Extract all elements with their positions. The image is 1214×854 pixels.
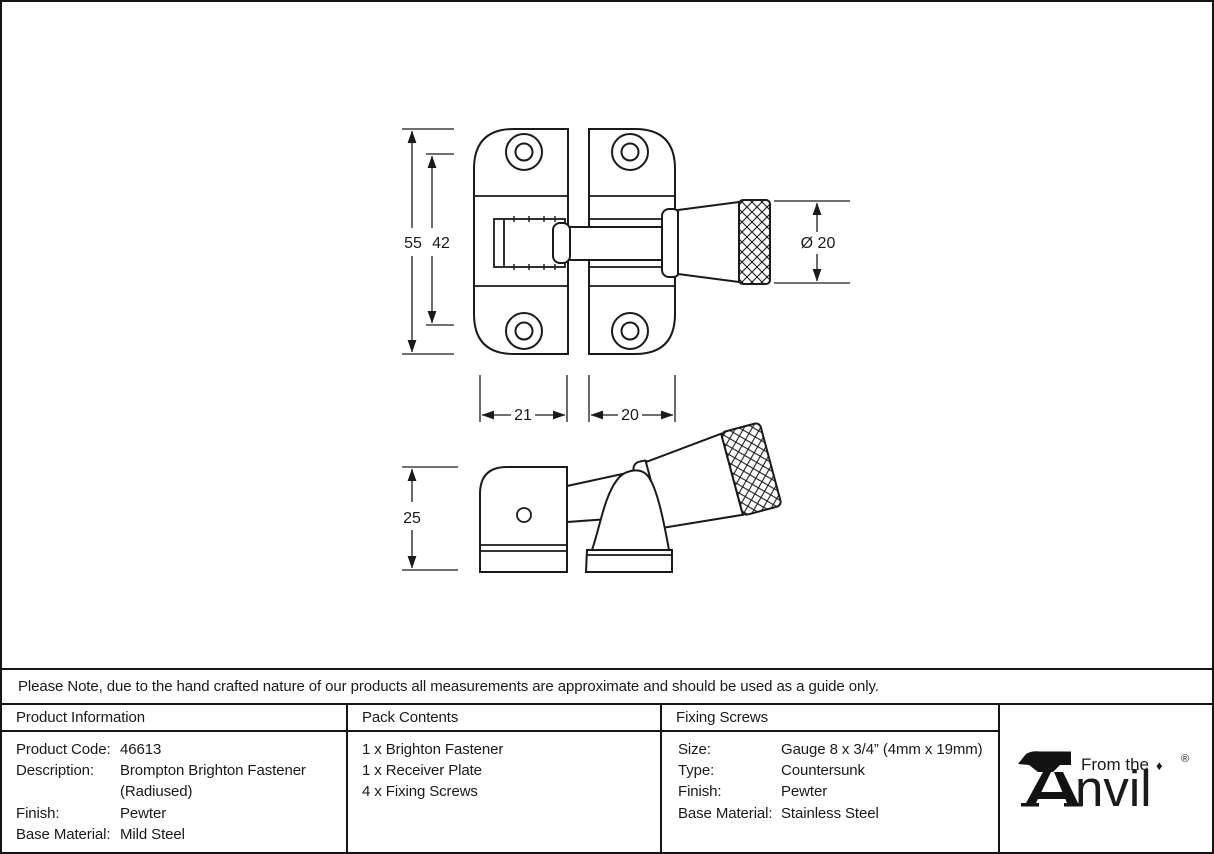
- dim-21-label: 21: [514, 407, 532, 424]
- dim-25-label: 25: [403, 510, 421, 527]
- screw-size-label: Size:: [678, 741, 711, 758]
- dim-dia-label: Ø 20: [801, 235, 836, 252]
- logo-registered-mark: ®: [1181, 753, 1189, 765]
- screw-finish-label: Finish:: [678, 783, 722, 801]
- finish-row: Finish: Pewter: [2, 803, 346, 824]
- product-information-body: Product Code: 46613 Description: Brompto…: [2, 732, 346, 845]
- product-information-column: Product Information Product Code: 46613 …: [2, 705, 348, 852]
- knob-top-view: [661, 199, 771, 285]
- description-value: Brompton Brighton Fastener: [120, 762, 306, 780]
- finish-label: Finish:: [16, 804, 60, 822]
- description-value-2: (Radiused): [120, 783, 193, 801]
- side-view: [479, 422, 782, 573]
- pack-contents-column: Pack Contents 1 x Brighton Fastener 1 x …: [348, 705, 662, 852]
- pivot-dome: [590, 469, 671, 551]
- top-view-dimensions: [402, 128, 850, 422]
- pack-contents-header: Pack Contents: [348, 705, 660, 732]
- pack-item: 1 x Brighton Fastener: [362, 741, 504, 758]
- logo-from-the: From the: [1081, 755, 1149, 774]
- logo-cell: From the ♦ nvil ®: [1000, 705, 1212, 852]
- latch-bar: [566, 226, 667, 261]
- fastener-drawing-svg: 55 42 Ø 20 21 20: [402, 128, 850, 573]
- description-row: Description: Brompton Brighton Fastener: [2, 760, 346, 781]
- logo-diamond-icon: ♦: [1156, 758, 1163, 773]
- fixing-screws-header: Fixing Screws: [662, 705, 998, 732]
- screw-type-label: Type:: [678, 762, 715, 780]
- description-row-2: (Radiused): [2, 781, 346, 802]
- note-text: Please Note, due to the hand crafted nat…: [18, 678, 879, 695]
- pack-contents-body: 1 x Brighton Fastener 1 x Receiver Plate…: [348, 732, 660, 803]
- screw-size-row: Size: Gauge 8 x 3/4” (4mm x 19mm): [662, 739, 998, 760]
- left-plate: [473, 128, 569, 355]
- latch-tip: [552, 222, 571, 264]
- screw-type-row: Type: Countersunk: [662, 760, 998, 781]
- receiver-plate-side: [479, 466, 568, 573]
- finish-value: Pewter: [120, 804, 167, 822]
- description-label: Description:: [16, 762, 94, 780]
- note-bar: Please Note, due to the hand crafted nat…: [2, 668, 1212, 705]
- screw-base-material-label: Base Material:: [678, 804, 773, 822]
- base-material-label: Base Material:: [16, 825, 111, 843]
- fixing-screws-column: Fixing Screws Size: Gauge 8 x 3/4” (4mm …: [662, 705, 1000, 852]
- product-code-row: Product Code: 46613: [2, 739, 346, 760]
- screw-base-material-row: Base Material: Stainless Steel: [662, 803, 998, 824]
- top-view: [473, 128, 771, 355]
- screw-finish-row: Finish: Pewter: [662, 781, 998, 802]
- side-view-dimensions: [402, 466, 458, 571]
- technical-drawing: 55 42 Ø 20 21 20: [2, 2, 1212, 668]
- from-the-anvil-logo: From the ♦ nvil ®: [1018, 750, 1189, 811]
- screw-size-value: Gauge 8 x 3/4” (4mm x 19mm): [781, 741, 983, 758]
- product-information-header: Product Information: [2, 705, 346, 732]
- anvil-icon: [1018, 750, 1082, 806]
- pack-item: 1 x Receiver Plate: [362, 762, 482, 780]
- base-material-row: Base Material: Mild Steel: [2, 824, 346, 845]
- dim-20-label: 20: [621, 407, 639, 424]
- pack-item: 4 x Fixing Screws: [362, 783, 478, 801]
- screw-type-value: Countersunk: [781, 762, 865, 780]
- fixing-screws-body: Size: Gauge 8 x 3/4” (4mm x 19mm) Type: …: [662, 732, 998, 824]
- screw-base-material-value: Stainless Steel: [781, 804, 879, 822]
- screw-holes: [505, 133, 649, 350]
- dim-55-label: 55: [404, 235, 422, 252]
- logo-anvil-text: nvil: [1075, 760, 1152, 811]
- dim-42-label: 42: [432, 235, 450, 252]
- product-code-label: Product Code:: [16, 741, 111, 758]
- screw-finish-value: Pewter: [781, 783, 828, 801]
- base-material-value: Mild Steel: [120, 825, 185, 843]
- spec-table: Product Information Product Code: 46613 …: [2, 705, 1212, 852]
- product-code-value: 46613: [120, 741, 162, 758]
